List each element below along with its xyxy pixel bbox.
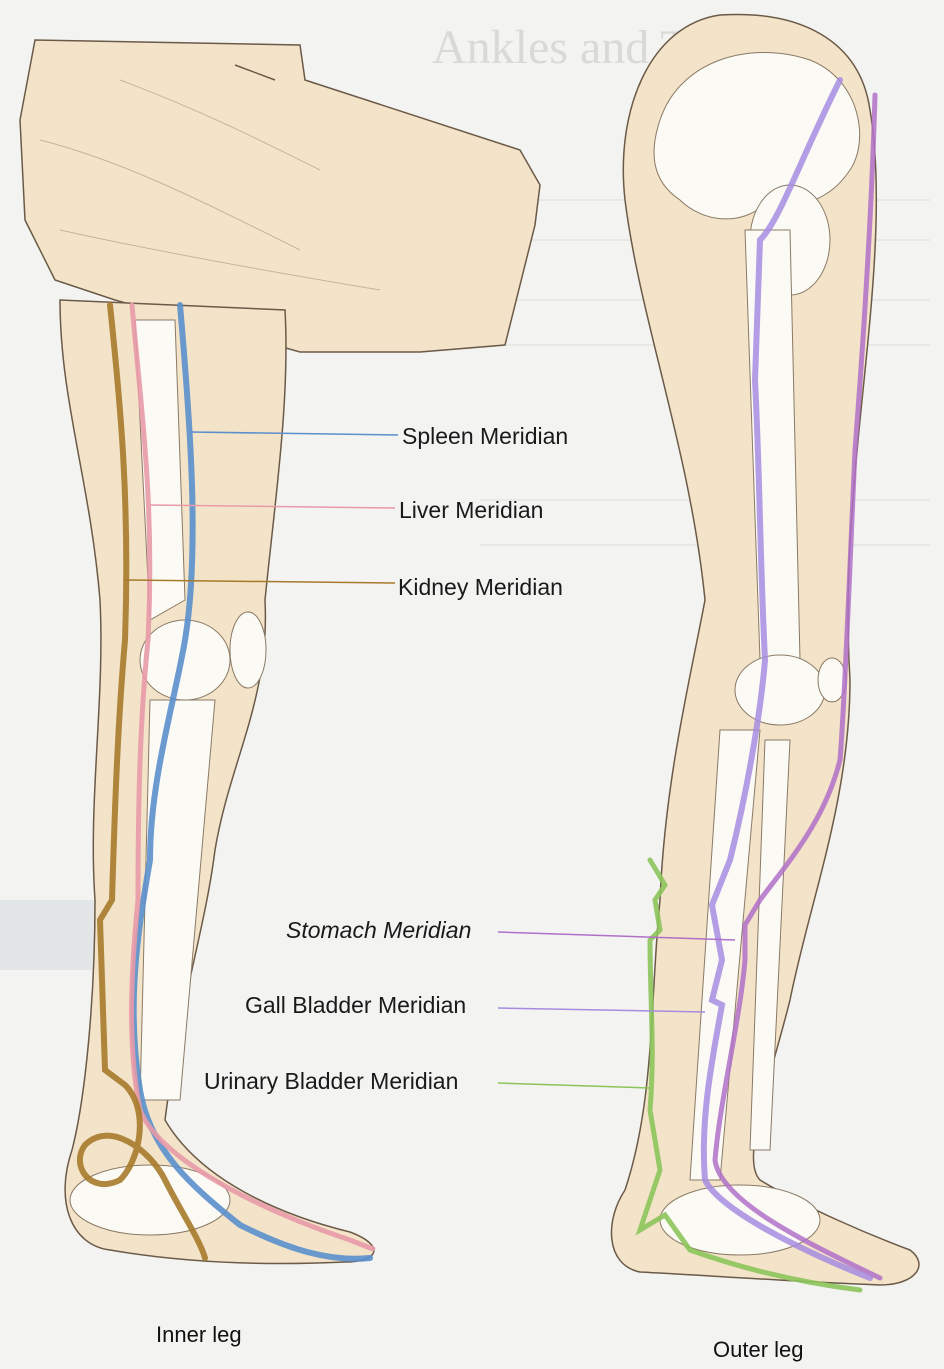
inner-leg-silhouette [60,300,374,1264]
inner-leg-caption: Inner leg [156,1322,242,1348]
liver-meridian-label: Liver Meridian [399,499,543,522]
stomach-meridian-label: Stomach Meridian [286,919,471,942]
outer-leg-caption: Outer leg [713,1337,804,1363]
gall-bladder-meridian-label: Gall Bladder Meridian [245,994,466,1017]
kidney-meridian-label: Kidney Meridian [398,576,563,599]
urinary-bladder-leader [498,1083,650,1088]
spleen-meridian-label: Spleen Meridian [402,425,568,448]
urinary-bladder-meridian-label: Urinary Bladder Meridian [204,1070,458,1093]
